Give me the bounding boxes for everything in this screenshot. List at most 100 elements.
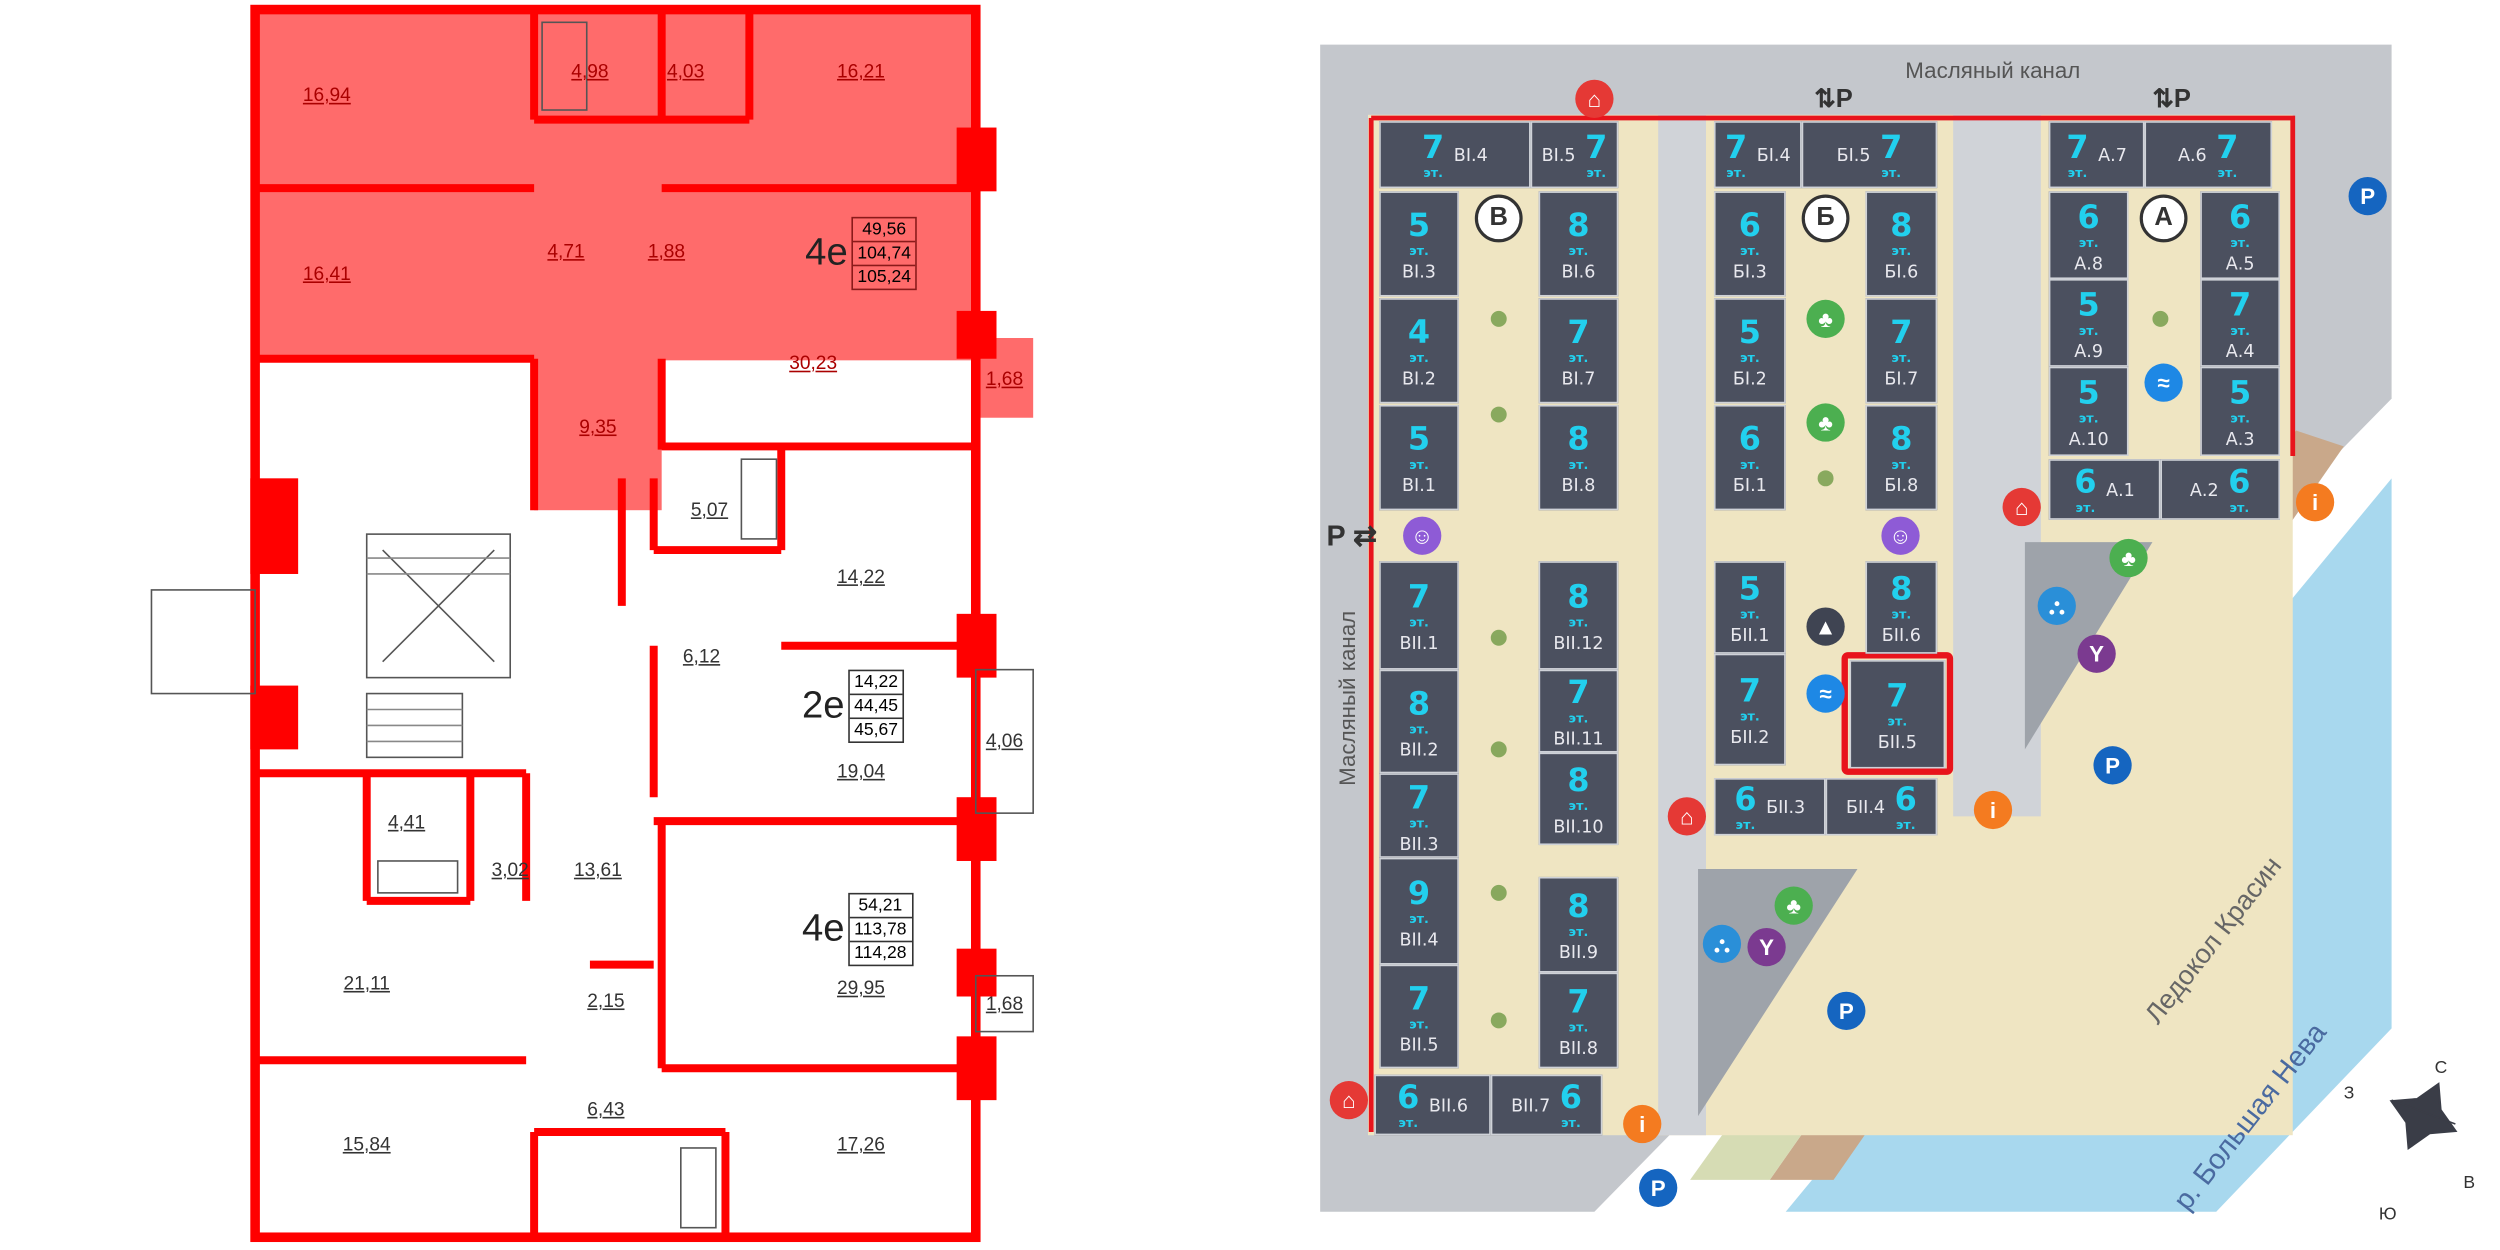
section-b-marker[interactable]: Б [1801, 194, 1850, 243]
parking-entry-b[interactable]: ⇅P [1814, 86, 1853, 114]
apartment-area-value: 113,78 [849, 918, 912, 943]
park-icon[interactable]: ♣ [2109, 538, 2148, 578]
apartment-code: 4е [801, 907, 845, 951]
apartment-code: 4е [805, 231, 848, 275]
building-label: БII.2 [1730, 727, 1770, 748]
parking-entry-a[interactable]: ⇅P [2152, 86, 2191, 114]
parking-entry-left[interactable]: P ⇄ [1326, 519, 1378, 552]
section-a-marker[interactable]: А [2139, 194, 2188, 243]
restaurant-icon[interactable]: ⌂ [2002, 487, 2041, 527]
info-icon[interactable]: i [2295, 483, 2335, 522]
fitness-icon[interactable]: Y [1747, 927, 1786, 967]
compass-south: Ю [2378, 1205, 2397, 1225]
apartment-area-value: 105,24 [857, 267, 911, 287]
pool-icon[interactable]: ≈ [2144, 363, 2183, 402]
park-icon[interactable]: ♣ [1774, 886, 1813, 925]
parking-icon[interactable]: P [2348, 176, 2387, 216]
park-icon[interactable]: ♣ [1806, 299, 1845, 339]
info-icon[interactable]: i [1623, 1104, 1662, 1144]
info-icon[interactable]: i [1973, 790, 2013, 830]
building-label: BII.6 [1428, 1094, 1468, 1116]
building-label: БII.5 [1877, 731, 1917, 753]
restaurant-icon[interactable]: ⌂ [1575, 79, 1614, 118]
restaurant-icon[interactable]: ⌂ [1667, 797, 1707, 836]
building-label: BII.1 [1399, 632, 1439, 654]
parking-icon[interactable]: P [1827, 991, 1866, 1030]
yoga-icon[interactable]: ☺ [1403, 516, 1442, 555]
yoga-icon[interactable]: ☺ [1881, 516, 1920, 555]
fitness-icon[interactable]: Y [2077, 634, 2116, 673]
building-label: БI.7 [1884, 368, 1919, 390]
building-label: BII.12 [1553, 632, 1604, 654]
room-area-label: 6,12 [682, 644, 721, 668]
building-label: БI.4 [1756, 144, 1791, 166]
section-v-marker[interactable]: В [1474, 194, 1523, 243]
fountain-icon[interactable]: ▲ [1806, 607, 1845, 646]
restaurant-icon[interactable]: ⌂ [1329, 1081, 1368, 1120]
parking-icon[interactable]: P [1639, 1168, 1678, 1207]
room-area-label: 4,41 [387, 810, 426, 834]
floor-plan-drawing [150, 4, 1034, 1243]
parking-icon[interactable]: P [2093, 746, 2132, 785]
park-icon[interactable]: ♣ [1806, 403, 1845, 442]
playground-icon[interactable]: ⛬ [1702, 924, 1742, 964]
room-area-label: 16,21 [837, 59, 885, 83]
pool-icon[interactable]: ≈ [1806, 674, 1845, 713]
building-label: BII.9 [1558, 942, 1599, 964]
playground-icon[interactable]: ⛬ [2037, 586, 2076, 626]
